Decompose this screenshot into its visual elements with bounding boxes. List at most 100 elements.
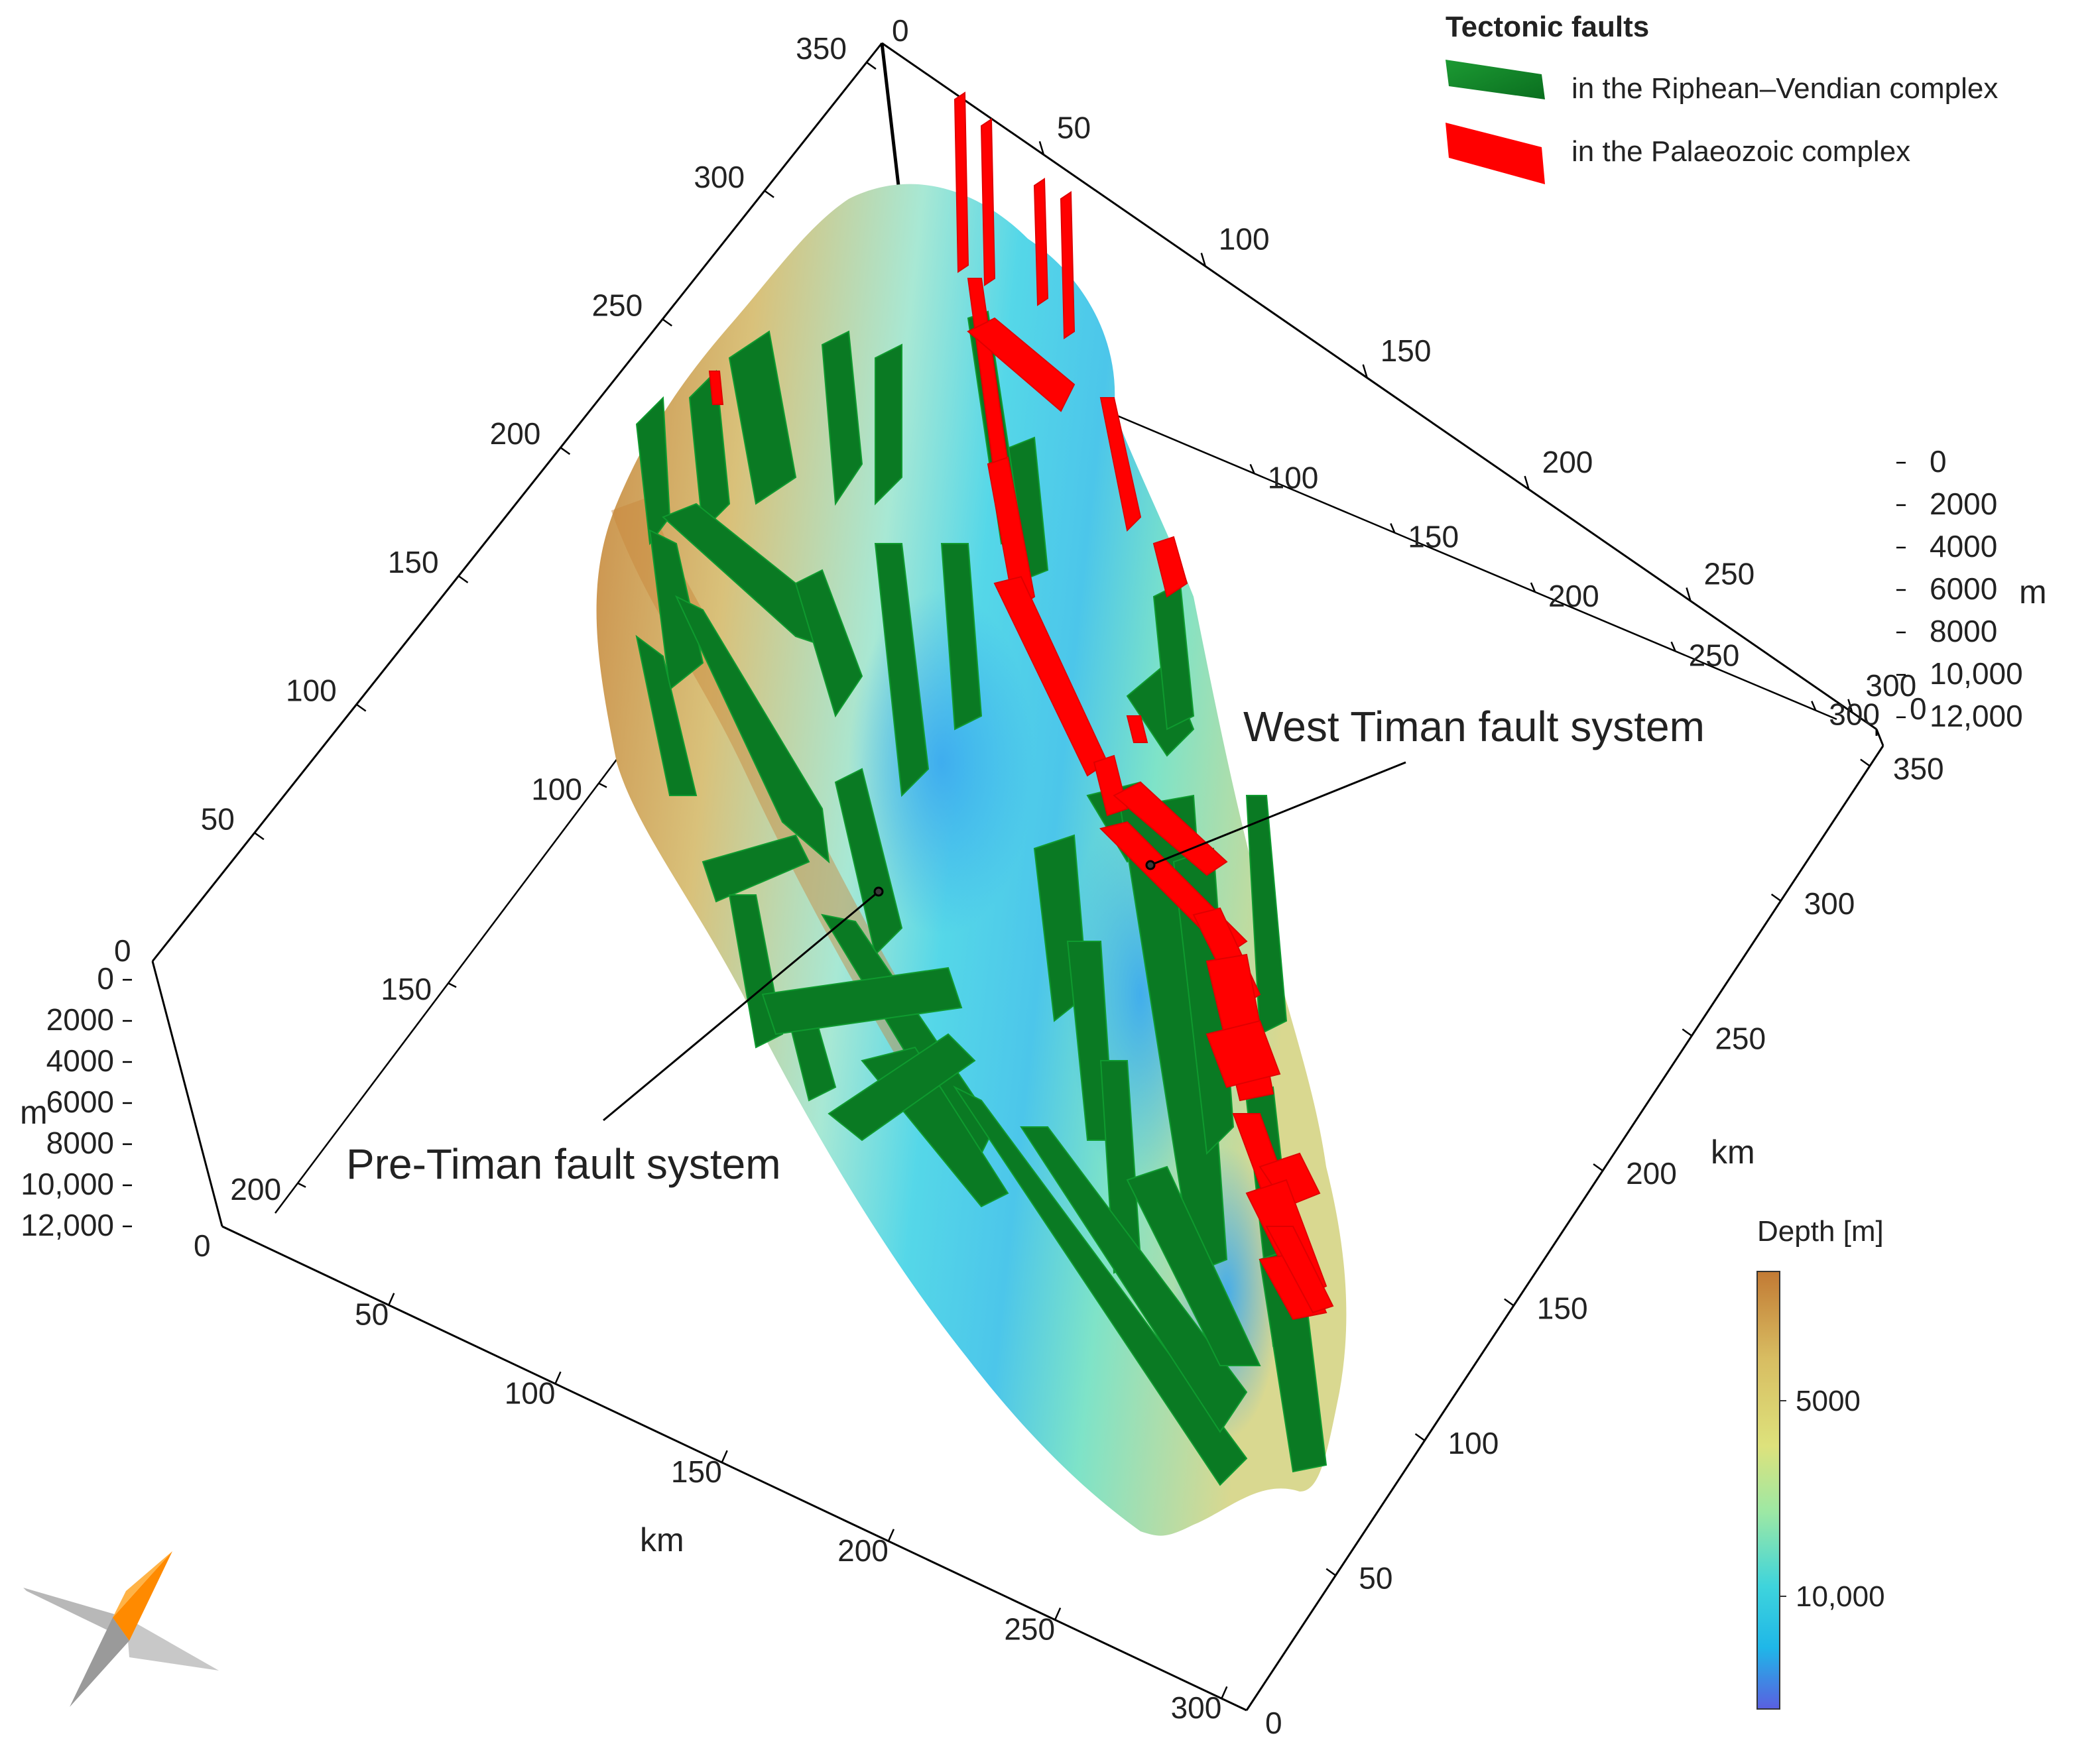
fault-red: [1126, 715, 1148, 743]
right-axis-tick-label: 150: [1537, 1291, 1588, 1326]
fault-green: [648, 529, 704, 691]
right-depth-axis-tick-label: 8000: [1930, 614, 1997, 648]
fault-green: [702, 834, 810, 903]
right-axis-tick-label: 300: [1804, 886, 1855, 921]
corner-zero-label: 0: [892, 13, 909, 48]
legend-label-palaeozoic: in the Palaeozoic complex: [1571, 135, 1910, 168]
right-axis-tick-mark: [1593, 1163, 1603, 1172]
front-axis-title: km: [640, 1521, 684, 1558]
right-axis-tick-label: 250: [1715, 1022, 1766, 1056]
colorbar-title: Depth [m]: [1757, 1215, 1884, 1248]
fault-red: [1152, 536, 1188, 598]
fault-green: [674, 595, 830, 864]
compass-rose-icon: [23, 1551, 219, 1707]
inner-back-axis-tick-mark: [1670, 641, 1676, 652]
inner-back-axis-tick-mark: [1811, 701, 1817, 711]
left-depth-axis-tick-label: 2000: [46, 1002, 114, 1037]
fault-green: [821, 330, 863, 506]
west-timan-label: West Timan fault system: [1243, 703, 1705, 750]
front-axis-tick-label: 150: [671, 1454, 722, 1489]
right-depth-axis-tick-label: 12,000: [1930, 699, 2023, 733]
depth-colorbar: Depth [m] 5000 10,000: [1756, 1215, 1885, 1710]
legend-label-riphean: in the Riphean–Vendian complex: [1571, 72, 1998, 105]
fault-green: [728, 330, 797, 505]
back-axis-tick-label: 150: [1381, 333, 1432, 368]
left-depth-axis-tick-label: 0: [97, 961, 114, 996]
inner-back-axis-tick-label: 200: [1548, 579, 1599, 613]
fault-red: [954, 91, 969, 273]
back-axis-tick-mark: [1038, 141, 1045, 155]
back-axis-tick-mark: [1847, 699, 1853, 713]
right-depth-axis-tick-label: 2000: [1930, 487, 1997, 521]
back-vertical-edge: [880, 42, 900, 186]
inner-left-axis-tick-mark: [598, 782, 607, 788]
left-axis-tick-mark: [662, 318, 672, 327]
front-axis-tick-mark: [554, 1371, 562, 1384]
corner-zero-label: 0: [114, 933, 131, 968]
fault-red: [1205, 1020, 1281, 1088]
fault-green: [834, 768, 903, 956]
left-axis-tick-label: 150: [388, 545, 439, 579]
left-depth-axis-tick-label: 12,000: [21, 1208, 114, 1242]
inner-left-axis-tick-label: 200: [230, 1172, 281, 1206]
inner-left-axis-tick-mark: [448, 982, 457, 988]
bounding-box: [151, 42, 1884, 1712]
back-right-edge: [881, 42, 1877, 731]
fault-green: [940, 543, 983, 731]
front-right-edge: [1245, 745, 1884, 1711]
fault-red: [980, 118, 996, 286]
colorbar-tick-10000: 10,000: [1796, 1580, 1885, 1613]
left-axis-tick-mark: [254, 832, 265, 841]
left-depth-axis-tick-label: 10,000: [21, 1167, 114, 1201]
corner-zero-label: 0: [1265, 1706, 1282, 1740]
left-axis-tick-label: 50: [201, 801, 235, 836]
fault-red: [987, 456, 1036, 611]
left-axis-tick-mark: [458, 575, 469, 583]
legend: Tectonic faults in the Riphean–Vendian c…: [1446, 11, 1998, 184]
right-depth-axis-tick-label: 0: [1930, 444, 1947, 479]
inner-back-axis-tick-mark: [1530, 582, 1536, 593]
inner-back-axis-tick-label: 250: [1689, 638, 1740, 672]
back-axis-tick-mark: [1524, 475, 1530, 490]
right-depth-axis-title: m: [2019, 573, 2047, 611]
inner-back-axis-tick-mark: [1249, 463, 1255, 474]
inner-back-axis-tick-label: 150: [1408, 520, 1459, 554]
inner-back-axis-tick-label: 300: [1829, 697, 1880, 732]
left-axis-tick-label: 100: [286, 674, 337, 708]
inner-back-line: [1113, 413, 1837, 721]
fault-green: [1126, 1165, 1261, 1366]
fault-green: [688, 369, 731, 532]
callouts: [603, 761, 1406, 1122]
front-axis-tick-label: 50: [355, 1297, 389, 1332]
fault-green: [953, 1085, 1248, 1486]
right-axis-title: km: [1711, 1134, 1755, 1171]
back-axis-tick-mark: [1200, 253, 1207, 266]
fault-green: [828, 1033, 976, 1142]
back-axis-tick-label: 200: [1542, 445, 1593, 479]
pre-timan-label: Pre-Timan fault system: [346, 1140, 781, 1188]
left-axis-tick-label: 200: [490, 416, 541, 451]
left-axis-tick-label: 300: [694, 160, 745, 194]
right-axis-tick-mark: [1770, 894, 1782, 902]
fault-red: [1060, 191, 1076, 339]
left-depth-axis-tick-label: 4000: [46, 1043, 114, 1078]
back-axis-tick-mark: [1686, 587, 1692, 601]
right-depth-axis-tick-label: 4000: [1930, 529, 1997, 563]
fault-green: [794, 569, 863, 718]
west-timan-dot: [1145, 860, 1156, 870]
right-depth-edge: [1875, 729, 1884, 746]
corner-zero-label: 0: [194, 1228, 211, 1263]
fault-green: [874, 543, 930, 797]
front-axis-tick-label: 200: [837, 1533, 889, 1568]
right-axis-tick-label: 50: [1359, 1561, 1392, 1596]
right-depth-axis-tick-label: 10,000: [1930, 656, 2023, 691]
back-axis-tick-mark: [1362, 364, 1368, 379]
left-depth-axis-title: m: [20, 1094, 48, 1131]
front-axis-tick-mark: [388, 1293, 395, 1306]
front-axis-tick-label: 100: [505, 1376, 556, 1410]
right-axis-tick-label: 350: [1893, 752, 1944, 786]
back-left-edge: [151, 42, 883, 962]
left-axis-tick-mark: [560, 447, 571, 455]
